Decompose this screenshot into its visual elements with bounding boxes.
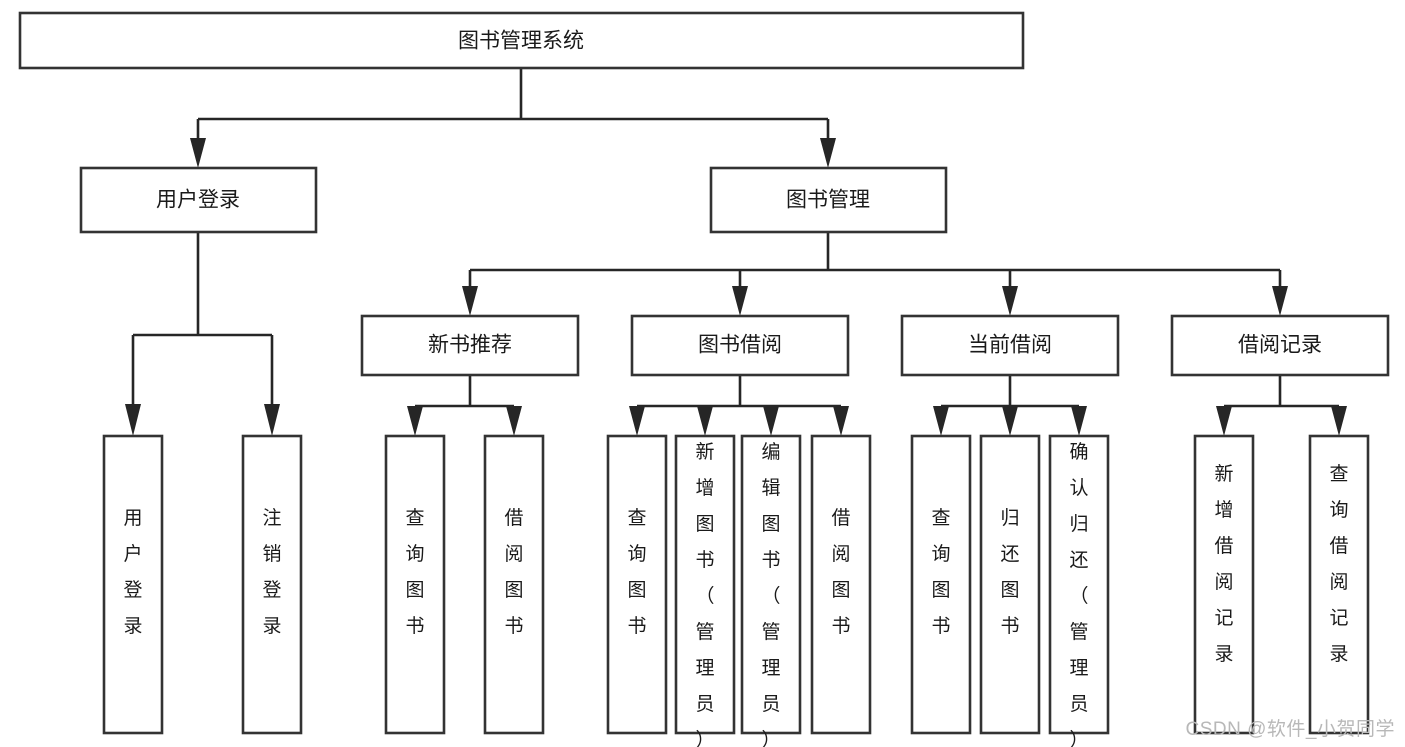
arrow-head-user-login xyxy=(190,138,206,168)
node-borrow-record-label: 借阅记录 xyxy=(1238,334,1322,357)
node-leaf-edit-book[interactable]: 编辑图书（管理员） xyxy=(740,434,802,747)
node-leaf-borrow-book-1-box[interactable] xyxy=(483,434,545,735)
node-leaf-confirm-return[interactable]: 确认归还（管理员） xyxy=(1048,434,1110,747)
arrow-head-book-manage xyxy=(820,138,836,168)
node-leaf-return-book-box[interactable] xyxy=(979,434,1041,735)
arrow-head-leaf-borrow-book-1 xyxy=(506,406,522,436)
node-leaf-add-record-box[interactable] xyxy=(1193,434,1255,735)
arrow-head-borrow-record xyxy=(1272,286,1288,316)
arrow-head-current-borrow xyxy=(1002,286,1018,316)
node-leaf-add-book-label: 新增图书（管理员） xyxy=(695,441,714,747)
node-leaf-borrow-book-1[interactable]: 借阅图书 xyxy=(483,434,545,735)
node-book-manage-box[interactable] xyxy=(709,166,948,234)
arrow-head-leaf-borrow-book-2 xyxy=(833,406,849,436)
node-current-borrow[interactable]: 当前借阅 xyxy=(900,314,1120,377)
arrow-head-leaf-confirm-return xyxy=(1071,406,1087,436)
node-leaf-edit-book-label: 编辑图书（管理员） xyxy=(761,441,780,747)
node-leaf-query-book-3[interactable]: 查询图书 xyxy=(910,434,972,735)
node-leaf-add-record[interactable]: 新增借阅记录 xyxy=(1193,434,1255,735)
node-leaf-confirm-return-label: 确认归还（管理员） xyxy=(1069,441,1088,747)
node-leaf-borrow-book-2-box[interactable] xyxy=(810,434,872,735)
node-leaf-user-login[interactable]: 用户登录 xyxy=(102,434,164,735)
node-leaf-add-book[interactable]: 新增图书（管理员） xyxy=(674,434,736,747)
arrow-head-leaf-add-book xyxy=(697,406,713,436)
node-current-borrow-label: 当前借阅 xyxy=(968,334,1052,357)
node-leaf-confirm-return-box[interactable] xyxy=(1048,434,1110,735)
node-leaf-logout[interactable]: 注销登录 xyxy=(241,434,303,735)
node-user-login[interactable]: 用户登录 xyxy=(79,166,318,234)
arrow-head-leaf-query-book-1 xyxy=(407,406,423,436)
arrow-head-leaf-logout xyxy=(264,404,280,436)
node-new-book-recommend[interactable]: 新书推荐 xyxy=(360,314,580,377)
node-book-manage[interactable]: 图书管理 xyxy=(709,166,948,234)
node-new-book-recommend-label: 新书推荐 xyxy=(428,334,512,357)
arrow-head-book-borrow xyxy=(732,286,748,316)
node-leaf-user-login-box[interactable] xyxy=(102,434,164,735)
node-leaf-query-record[interactable]: 查询借阅记录 xyxy=(1308,434,1370,735)
node-leaf-return-book[interactable]: 归还图书 xyxy=(979,434,1041,735)
node-root[interactable]: 图书管理系统 xyxy=(18,11,1025,70)
arrow-head-leaf-query-record xyxy=(1331,406,1347,436)
node-root-label: 图书管理系统 xyxy=(458,30,584,53)
node-book-borrow[interactable]: 图书借阅 xyxy=(630,314,850,377)
node-book-borrow-label: 图书借阅 xyxy=(698,334,782,357)
node-leaf-add-book-box[interactable] xyxy=(674,434,736,735)
node-leaf-query-record-label: 查询借阅记录 xyxy=(1329,463,1348,665)
node-leaf-user-login-label: 用户登录 xyxy=(123,508,142,637)
arrow-head-leaf-add-record xyxy=(1216,406,1232,436)
arrow-head-leaf-query-book-3 xyxy=(933,406,949,436)
node-borrow-record-box[interactable] xyxy=(1170,314,1390,377)
node-leaf-borrow-book-1-label: 借阅图书 xyxy=(504,507,523,637)
node-root-box[interactable] xyxy=(18,11,1025,70)
node-leaf-query-book-2-label: 查询图书 xyxy=(627,507,646,637)
node-leaf-logout-label: 注销登录 xyxy=(262,507,281,637)
node-leaf-query-book-1-label: 查询图书 xyxy=(405,507,424,637)
node-leaf-edit-book-box[interactable] xyxy=(740,434,802,735)
node-leaf-query-book-3-label: 查询图书 xyxy=(931,507,950,637)
node-leaf-query-book-1[interactable]: 查询图书 xyxy=(384,434,446,735)
node-user-login-box[interactable] xyxy=(79,166,318,234)
node-book-manage-label: 图书管理 xyxy=(786,189,870,212)
node-leaf-logout-box[interactable] xyxy=(241,434,303,735)
node-current-borrow-box[interactable] xyxy=(900,314,1120,377)
connector-layer xyxy=(125,68,1347,436)
node-leaf-return-book-label: 归还图书 xyxy=(1000,507,1019,637)
node-leaf-query-book-2-box[interactable] xyxy=(606,434,668,735)
node-leaf-query-book-2[interactable]: 查询图书 xyxy=(606,434,668,735)
node-user-login-label: 用户登录 xyxy=(156,189,240,212)
node-leaf-borrow-book-2[interactable]: 借阅图书 xyxy=(810,434,872,735)
arrow-head-leaf-query-book-2 xyxy=(629,406,645,436)
arrow-head-new-book-recommend xyxy=(462,286,478,316)
node-book-borrow-box[interactable] xyxy=(630,314,850,377)
node-leaf-query-record-box[interactable] xyxy=(1308,434,1370,735)
node-leaf-query-book-1-box[interactable] xyxy=(384,434,446,735)
node-leaf-query-book-3-box[interactable] xyxy=(910,434,972,735)
arrow-head-leaf-return-book xyxy=(1002,406,1018,436)
node-borrow-record[interactable]: 借阅记录 xyxy=(1170,314,1390,377)
node-new-book-recommend-box[interactable] xyxy=(360,314,580,377)
arrow-head-leaf-edit-book xyxy=(763,406,779,436)
arrow-head-leaf-user-login xyxy=(125,404,141,436)
node-leaf-add-record-label: 新增借阅记录 xyxy=(1214,463,1233,665)
node-leaf-borrow-book-2-label: 借阅图书 xyxy=(831,507,850,637)
